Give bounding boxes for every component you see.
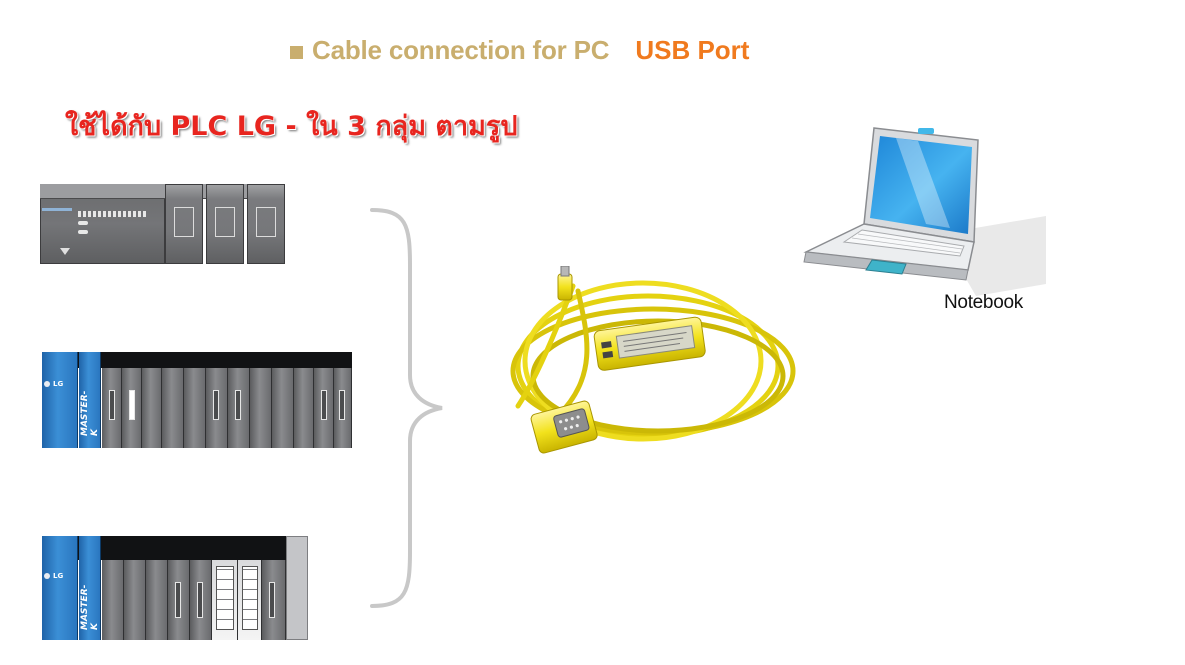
plc-expansion-module: [165, 184, 203, 264]
rack-io-module: [162, 368, 184, 448]
rack-io-module: [212, 560, 238, 640]
diagram-title: Cable connection for PC: [312, 34, 610, 65]
diagram-header: Cable connection for PC USB Port: [290, 30, 749, 70]
rack-io-module: [228, 368, 250, 448]
plc-led: [78, 221, 88, 225]
plc-led: [78, 230, 88, 234]
plc-brand-mark: [42, 208, 72, 211]
rack-io-module: [314, 368, 334, 448]
rack-top-bar: [42, 352, 352, 368]
plc-expansion-module: [206, 184, 244, 264]
plc-led-row: [78, 211, 148, 217]
plc-rack-small: LG MASTER-K: [42, 536, 308, 640]
rack-io-module: [262, 560, 286, 640]
rack-io-module: [272, 368, 294, 448]
rack-power-module: LG: [42, 536, 78, 640]
lg-logo-text: LG: [53, 572, 64, 580]
plc-compact-icon: [40, 184, 285, 264]
compatibility-note: ใช้ได้กับ PLC LG - ใน 3 กลุ่ม ตามรูป: [65, 111, 518, 142]
rack-power-module: LG: [42, 352, 78, 448]
rack-shadow-back: [286, 536, 308, 640]
rack-io-module: [190, 560, 212, 640]
plc-expansion-module: [247, 184, 285, 264]
rack-io-module: [124, 560, 146, 640]
rack-io-module: [334, 368, 352, 448]
rack-io-module: [168, 560, 190, 640]
rack-io-module: [206, 368, 228, 448]
rack-io-module: [238, 560, 262, 640]
lg-logo-text: LG: [53, 380, 64, 388]
lg-logo-icon: [44, 381, 50, 387]
square-bullet-icon: [290, 45, 303, 59]
rack-io-module: [102, 560, 124, 640]
rack-io-module: [294, 368, 314, 448]
port-label: USB Port: [635, 34, 750, 65]
rack-io-module: [142, 368, 162, 448]
model-text: MASTER-K: [80, 584, 100, 630]
notebook-label: Notebook: [944, 292, 1023, 313]
curly-brace-icon: [370, 208, 443, 608]
plc-triangle-mark: [60, 248, 70, 255]
rack-cpu-module: MASTER-K: [79, 536, 101, 640]
lg-logo-icon: [44, 573, 50, 579]
laptop-icon: [803, 127, 1046, 296]
plc-rack-large: LG MASTER-K: [42, 352, 352, 448]
rack-io-module: [250, 368, 272, 448]
rack-io-module: [102, 368, 122, 448]
rack-io-module: [122, 368, 142, 448]
usb-serial-cable-icon: [510, 266, 796, 454]
model-text: MASTER-K: [80, 390, 100, 436]
rack-io-module: [146, 560, 168, 640]
rack-io-module: [184, 368, 206, 448]
rack-cpu-module: MASTER-K: [79, 352, 101, 448]
